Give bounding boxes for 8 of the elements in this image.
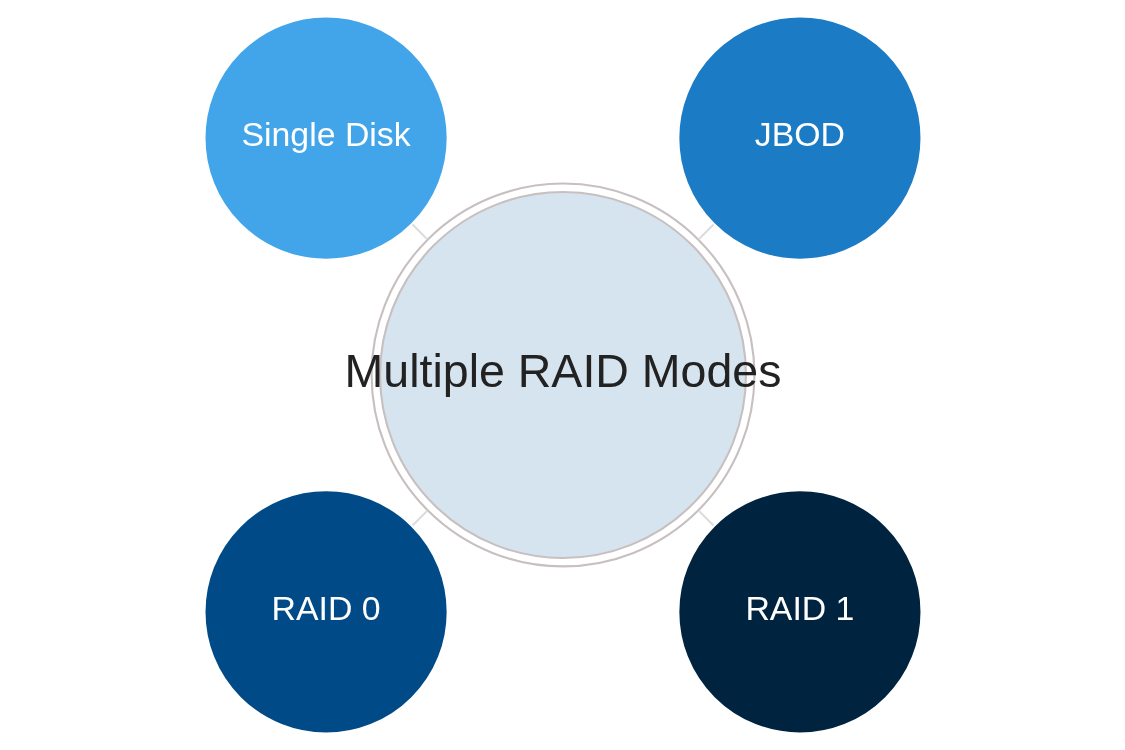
node-circle: RAID 0: [202, 489, 449, 735]
node-circle: RAID 1: [676, 489, 923, 735]
connector: [411, 510, 428, 527]
connector: [411, 223, 428, 240]
node-circle: JBOD: [676, 15, 923, 261]
connector: [697, 223, 714, 240]
connector: [697, 510, 714, 527]
node-circle: Single Disk: [202, 15, 449, 261]
